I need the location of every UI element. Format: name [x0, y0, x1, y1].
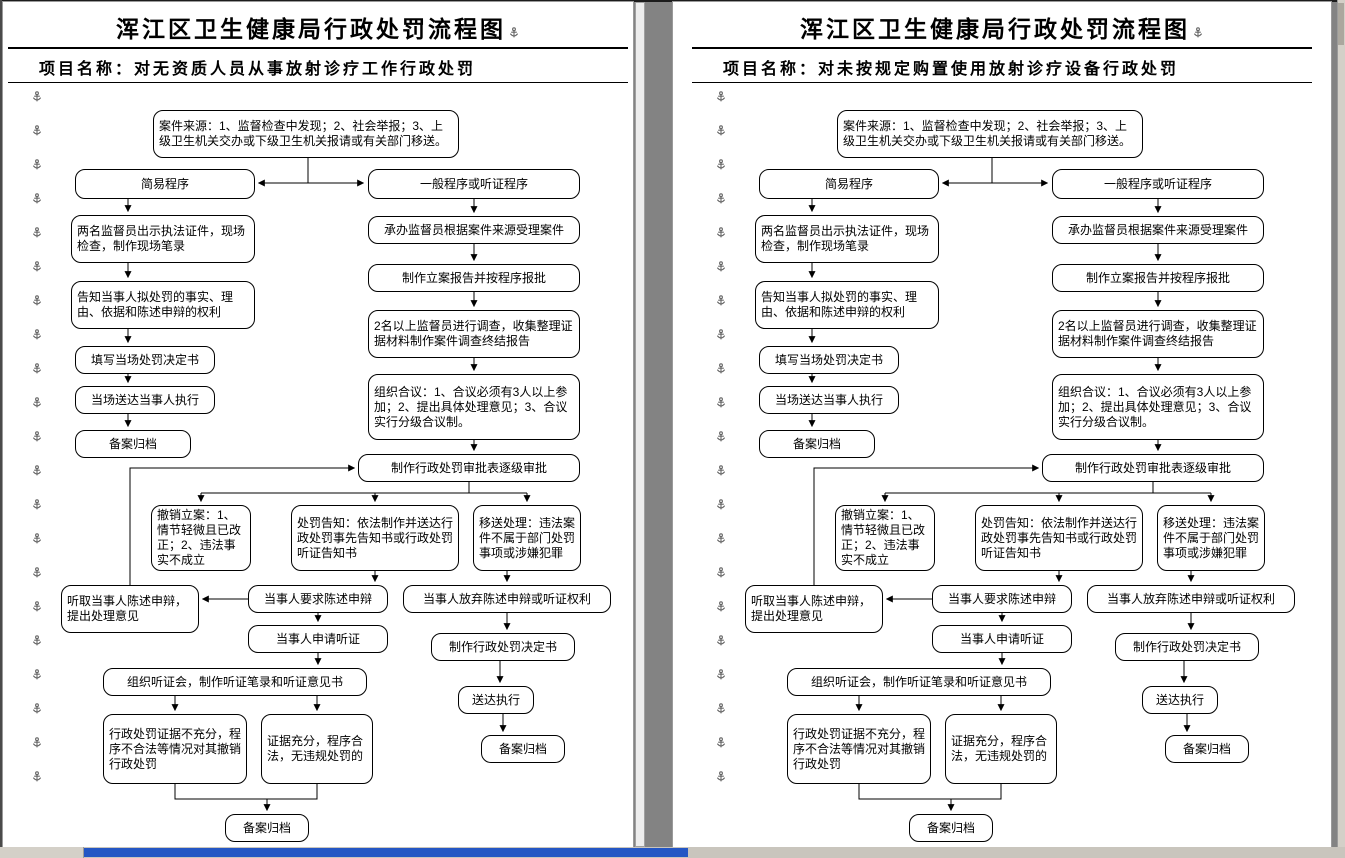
header-rule-top	[8, 47, 628, 49]
flow-node-fill-decision[interactable]: 填写当场处罚决定书	[75, 346, 215, 374]
flow-node-accept-case[interactable]: 承办监督员根据案件来源受理案件	[1052, 216, 1264, 244]
flow-node-deliberation[interactable]: 组织合议：1、合议必须有3人以上参加；2、提出具体处理意见；3、合议实行分级合议…	[1052, 374, 1264, 440]
flow-node-file-archive-2[interactable]: 备案归档	[481, 735, 565, 763]
flow-node-general-procedure[interactable]: 一般程序或听证程序	[1052, 169, 1264, 199]
flow-node-fill-decision[interactable]: 填写当场处罚决定书	[759, 346, 899, 374]
flow-node-show-credentials[interactable]: 两名监督员出示执法证件，现场检查，制作现场笔录	[71, 215, 255, 263]
window-border-top	[0, 0, 1345, 2]
flow-node-penalty-decision[interactable]: 制作行政处罚决定书	[431, 633, 575, 661]
flow-node-approval-form[interactable]: 制作行政处罚审批表逐级审批	[358, 454, 580, 482]
flow-node-file-archive-2[interactable]: 备案归档	[1165, 735, 1249, 763]
flow-node-deliberation[interactable]: 组织合议：1、合议必须有3人以上参加；2、提出具体处理意见；3、合议实行分级合议…	[368, 374, 580, 440]
flow-node-penalty-decision[interactable]: 制作行政处罚决定书	[1115, 633, 1259, 661]
project-name: 项目名称：对未按规定购置使用放射诊疗设备行政处罚	[723, 61, 1180, 78]
flow-node-insufficient-evidence[interactable]: 行政处罚证据不充分，程序不合法等情况对其撤销行政处罚	[103, 714, 247, 784]
header-rule-bottom	[8, 82, 628, 83]
flow-node-penalty-notice[interactable]: 处罚告知：依法制作并送达行政处罚事先告知书或行政处罚听证告知书	[291, 505, 459, 571]
flow-node-apply-hearing[interactable]: 当事人申请听证	[248, 625, 388, 653]
flow-node-deliver-execute[interactable]: 送达执行	[1142, 686, 1218, 714]
page-gap-splitter[interactable]	[635, 2, 645, 847]
flow-node-request-statement[interactable]: 当事人要求陈述申辩	[932, 585, 1072, 613]
object-anchor-icon	[510, 26, 518, 38]
flow-node-inform-rights[interactable]: 告知当事人拟处罚的事实、理由、依据和陈述申辩的权利	[71, 281, 255, 329]
flow-node-deliver-execute[interactable]: 送达执行	[458, 686, 534, 714]
flow-node-transfer[interactable]: 移送处理：违法案件不属于部门处罚事项或涉嫌犯罪	[1157, 505, 1265, 571]
flow-node-file-archive-1[interactable]: 备案归档	[75, 430, 191, 458]
document-title: 浑江区卫生健康局行政处罚流程图	[687, 10, 1317, 44]
flow-node-show-credentials[interactable]: 两名监督员出示执法证件，现场检查，制作现场笔录	[755, 215, 939, 263]
flow-node-apply-hearing[interactable]: 当事人申请听证	[932, 625, 1072, 653]
flow-node-simple-procedure[interactable]: 简易程序	[759, 169, 939, 199]
flow-node-request-statement[interactable]: 当事人要求陈述申辩	[248, 585, 388, 613]
document-page: 浑江区卫生健康局行政处罚流程图 项目名称：对无资质人员从事放射诊疗工作行政处罚	[3, 2, 633, 847]
flow-node-investigation[interactable]: 2名以上监督员进行调查，收集整理证据材料制作案件调查终结报告	[1052, 310, 1264, 358]
flow-node-general-procedure[interactable]: 一般程序或听证程序	[368, 169, 580, 199]
window-border-left	[0, 0, 2, 847]
flow-node-file-archive-3[interactable]: 备案归档	[225, 814, 309, 842]
flow-node-simple-procedure[interactable]: 简易程序	[75, 169, 255, 199]
page-content: 浑江区卫生健康局行政处罚流程图 项目名称：对无资质人员从事放射诊疗工作行政处罚	[3, 2, 633, 847]
flow-node-organize-hearing[interactable]: 组织听证会，制作听证笔录和听证意见书	[103, 668, 367, 696]
flow-node-onsite-delivery[interactable]: 当场送达当事人执行	[759, 386, 899, 414]
document-page: 浑江区卫生健康局行政处罚流程图 项目名称：对未按规定购置使用放射诊疗设备行政处罚	[673, 2, 1331, 847]
bottom-bar-blue-segment[interactable]	[84, 848, 688, 857]
flow-node-sufficient-evidence[interactable]: 证据充分，程序合法，无违规处罚的	[945, 714, 1057, 784]
flow-node-hear-statement[interactable]: 听取当事人陈述申辩，提出处理意见	[61, 585, 199, 633]
flow-node-file-archive-1[interactable]: 备案归档	[759, 430, 875, 458]
flow-node-case-source[interactable]: 案件来源：1、监督检查中发现；2、社会举报；3、上级卫生机关交办或下级卫生机关报…	[153, 110, 459, 158]
flow-node-approval-form[interactable]: 制作行政处罚审批表逐级审批	[1042, 454, 1264, 482]
flow-node-investigation[interactable]: 2名以上监督员进行调查，收集整理证据材料制作案件调查终结报告	[368, 310, 580, 358]
header-rule-bottom	[692, 82, 1312, 83]
flow-node-organize-hearing[interactable]: 组织听证会，制作听证笔录和听证意见书	[787, 668, 1051, 696]
flow-node-waive-rights[interactable]: 当事人放弃陈述申辩或听证权利	[403, 585, 611, 613]
flow-node-insufficient-evidence[interactable]: 行政处罚证据不充分，程序不合法等情况对其撤销行政处罚	[787, 714, 931, 784]
flow-node-filing-report[interactable]: 制作立案报告并按程序报批	[1052, 264, 1264, 292]
document-title-text: 浑江区卫生健康局行政处罚流程图	[116, 17, 506, 42]
document-title-text: 浑江区卫生健康局行政处罚流程图	[800, 17, 1190, 42]
flow-node-accept-case[interactable]: 承办监督员根据案件来源受理案件	[368, 216, 580, 244]
flow-node-case-source[interactable]: 案件来源：1、监督检查中发现；2、社会举报；3、上级卫生机关交办或下级卫生机关报…	[837, 110, 1143, 158]
flow-node-filing-report[interactable]: 制作立案报告并按程序报批	[368, 264, 580, 292]
project-name: 项目名称：对无资质人员从事放射诊疗工作行政处罚	[39, 61, 477, 78]
flow-node-file-archive-3[interactable]: 备案归档	[909, 814, 993, 842]
flow-node-penalty-notice[interactable]: 处罚告知：依法制作并送达行政处罚事先告知书或行政处罚听证告知书	[975, 505, 1143, 571]
flow-node-withdraw-case[interactable]: 撤销立案：1、情节轻微且已改正；2、违法事实不成立	[835, 505, 935, 571]
object-anchor-icon	[1194, 26, 1202, 38]
flow-node-inform-rights[interactable]: 告知当事人拟处罚的事实、理由、依据和陈述申辩的权利	[755, 281, 939, 329]
bottom-bar-left-block[interactable]	[0, 847, 84, 858]
page-content: 浑江区卫生健康局行政处罚流程图 项目名称：对未按规定购置使用放射诊疗设备行政处罚	[687, 2, 1317, 847]
document-title: 浑江区卫生健康局行政处罚流程图	[3, 10, 633, 44]
header-rule-top	[692, 47, 1312, 49]
vertical-scrollbar-thumb[interactable]	[1338, 3, 1344, 45]
flow-node-onsite-delivery[interactable]: 当场送达当事人执行	[75, 386, 215, 414]
flow-node-hear-statement[interactable]: 听取当事人陈述申辩，提出处理意见	[745, 585, 883, 633]
flow-node-withdraw-case[interactable]: 撤销立案：1、情节轻微且已改正；2、违法事实不成立	[151, 505, 251, 571]
vertical-scrollbar[interactable]	[1337, 0, 1345, 858]
flow-node-sufficient-evidence[interactable]: 证据充分，程序合法，无违规处罚的	[261, 714, 373, 784]
flow-node-waive-rights[interactable]: 当事人放弃陈述申辩或听证权利	[1087, 585, 1295, 613]
flow-node-transfer[interactable]: 移送处理：违法案件不属于部门处罚事项或涉嫌犯罪	[473, 505, 581, 571]
